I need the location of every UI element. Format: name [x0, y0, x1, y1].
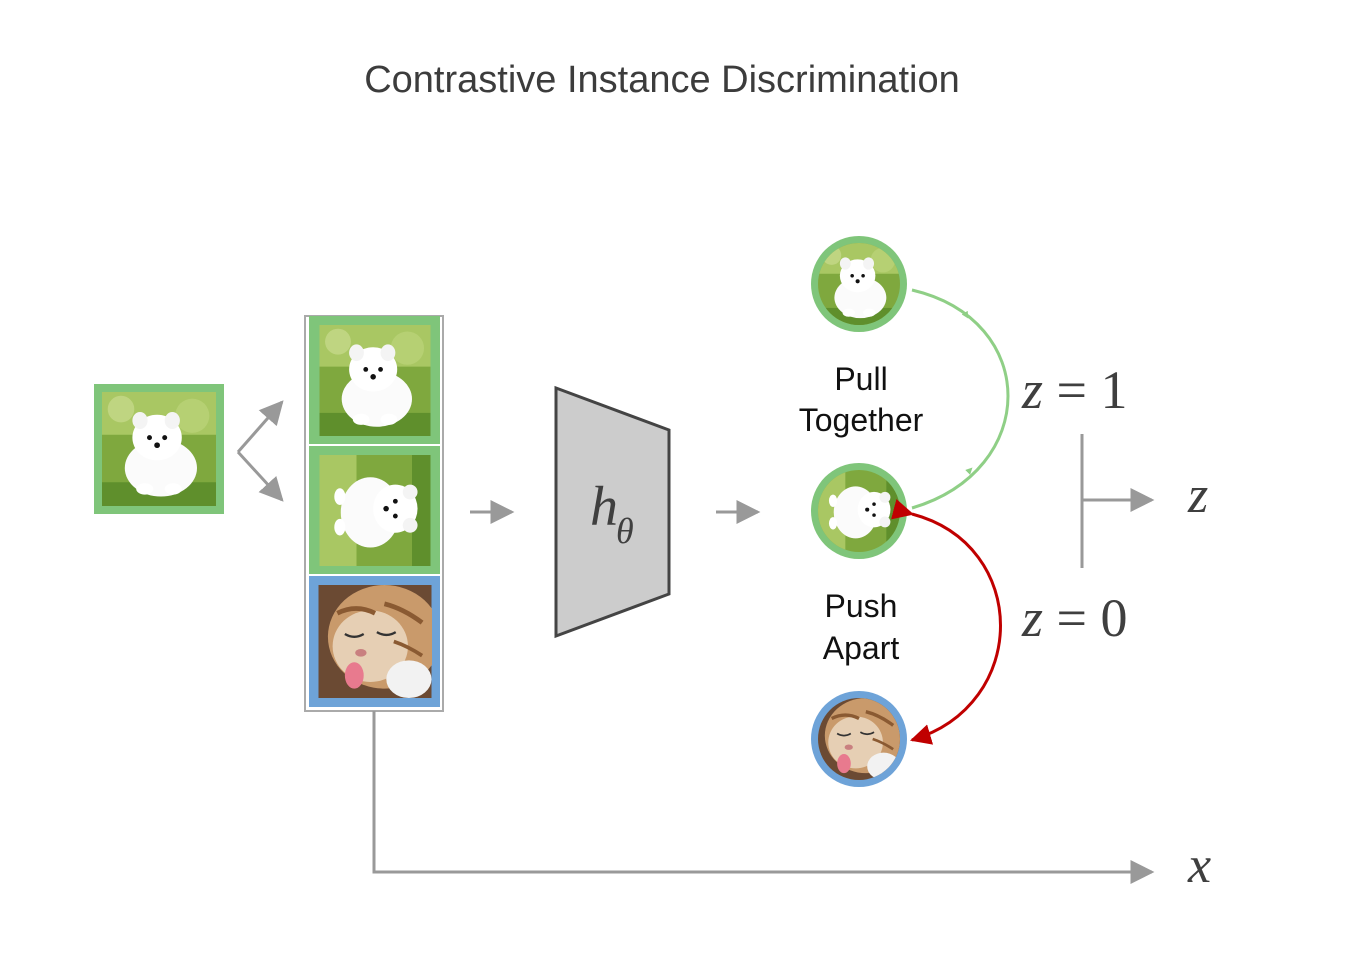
x-output-line	[372, 711, 1155, 884]
view-cat	[309, 576, 440, 707]
augmentation-arrows	[236, 400, 284, 502]
view-stack	[304, 315, 444, 712]
view-dog	[309, 316, 440, 444]
embedding-dog-rotated	[811, 463, 907, 559]
z-equals-0: z = 0	[1021, 588, 1127, 648]
pull-label-line1: Pull	[834, 361, 887, 397]
x-axis-label: x	[1187, 837, 1211, 894]
pull-arrowhead-top	[961, 310, 969, 319]
encoder: h θ	[554, 385, 671, 639]
encoder-symbol: h	[590, 476, 618, 538]
pull-label-line2: Together	[799, 402, 924, 438]
embedding-dog	[811, 236, 907, 332]
encoder-subscript: θ	[616, 511, 634, 551]
embedding-cat	[811, 691, 907, 787]
diagram-title: Contrastive Instance Discrimination	[364, 59, 960, 101]
view-dog-rotated	[309, 446, 440, 574]
z-equals-1: z = 1	[1021, 360, 1127, 420]
push-apart-arc	[891, 499, 1002, 745]
augment-arrow-down	[236, 450, 284, 502]
augment-arrow-up	[236, 400, 284, 453]
pull-together-arc	[911, 288, 1010, 510]
push-label-line2: Apart	[823, 630, 900, 666]
push-label-line1: Push	[825, 588, 898, 624]
input-image	[94, 384, 224, 514]
encoder-trapezoid	[554, 385, 671, 639]
z-axis-label: z	[1187, 467, 1208, 524]
